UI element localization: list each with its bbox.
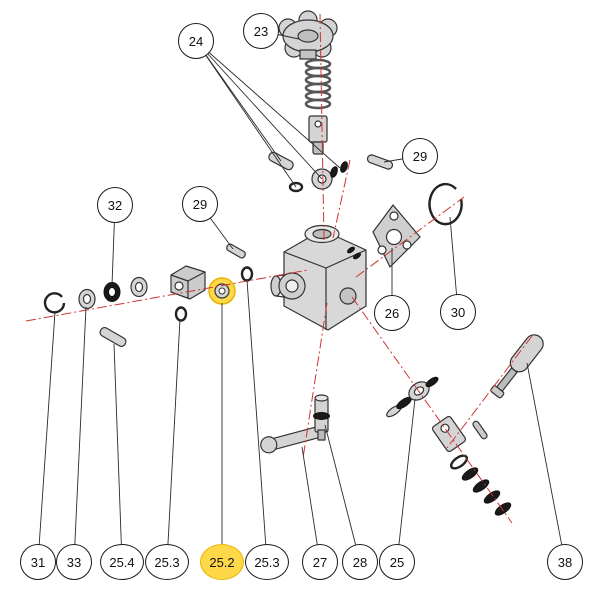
roll-pin bbox=[99, 326, 127, 348]
callout-38[interactable]: 38 bbox=[547, 544, 583, 580]
callout-23[interactable]: 23 bbox=[243, 13, 279, 49]
callout-25-3-a[interactable]: 25.3 bbox=[145, 544, 189, 580]
callout-29-left[interactable]: 29 bbox=[182, 186, 218, 222]
o-ring-upper-icon bbox=[240, 266, 254, 282]
callout-25-3-b[interactable]: 25.3 bbox=[245, 544, 289, 580]
valve-body bbox=[270, 224, 367, 331]
flat-washer-left bbox=[78, 288, 96, 310]
o-ring-pair-icon bbox=[330, 161, 348, 178]
parts-drawing bbox=[43, 10, 544, 516]
callout-25[interactable]: 25 bbox=[379, 544, 415, 580]
compression-spring-icon bbox=[304, 58, 332, 110]
o-ring-small-icon bbox=[288, 181, 304, 193]
callout-26[interactable]: 26 bbox=[374, 295, 410, 331]
snap-ring-icon bbox=[43, 292, 66, 314]
callout-30[interactable]: 30 bbox=[440, 294, 476, 330]
callout-29-top[interactable]: 29 bbox=[402, 138, 438, 174]
flat-washer-mid bbox=[130, 276, 148, 298]
o-ring-pair-right-icon bbox=[347, 246, 361, 260]
handle-grip bbox=[490, 334, 544, 399]
valve-stem bbox=[313, 394, 330, 441]
callout-25-4[interactable]: 25.4 bbox=[100, 544, 144, 580]
lever-arm bbox=[260, 426, 322, 454]
callout-28[interactable]: 28 bbox=[342, 544, 378, 580]
callout-31[interactable]: 31 bbox=[20, 544, 56, 580]
retaining-ring-icon bbox=[428, 182, 463, 226]
callout-25-2[interactable]: 25.2 bbox=[200, 544, 244, 580]
bearing-highlighted bbox=[208, 277, 236, 305]
callout-27[interactable]: 27 bbox=[302, 544, 338, 580]
yoke-block bbox=[170, 265, 206, 300]
mounting-flange bbox=[372, 204, 421, 268]
o-ring-stack-icon bbox=[449, 454, 512, 516]
callout-33[interactable]: 33 bbox=[56, 544, 92, 580]
pivot-pin bbox=[226, 243, 246, 259]
callout-24[interactable]: 24 bbox=[178, 23, 214, 59]
callout-32[interactable]: 32 bbox=[97, 187, 133, 223]
o-ring-black-icon bbox=[103, 282, 121, 302]
assembly-centerlines bbox=[25, 13, 533, 524]
o-ring-lower-icon bbox=[174, 306, 188, 322]
star-knob bbox=[278, 10, 338, 60]
dowel-pin bbox=[366, 154, 394, 170]
